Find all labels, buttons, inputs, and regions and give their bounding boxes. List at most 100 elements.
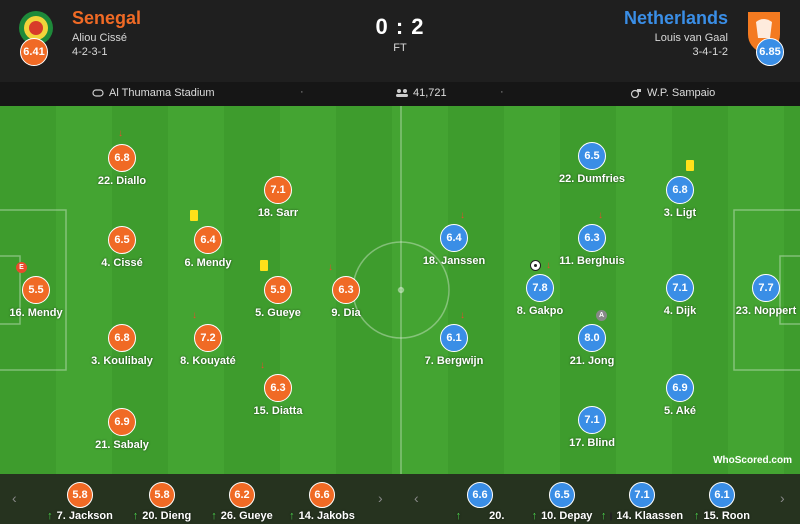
player-rating: 6.1 — [709, 482, 735, 508]
crowd-icon — [396, 89, 408, 97]
player-blind[interactable]: 7.1 17. Blind — [552, 406, 632, 449]
sub-off-icon: ↓ — [460, 310, 465, 321]
referee-name: W.P. Sampaio — [647, 87, 716, 99]
player-name: 14. Klaassen — [616, 510, 684, 522]
bench-player-depay[interactable]: 6.5 ↑10. Depay — [522, 482, 602, 522]
player-rating: 7.8 — [526, 274, 554, 302]
attendance-info: 41,721 — [396, 87, 447, 99]
player-ligt[interactable]: 6.8 3. Ligt — [640, 160, 720, 219]
yellow-card-icon — [686, 160, 694, 171]
match-status: FT — [393, 42, 407, 54]
chevron-left-icon[interactable]: ‹ — [414, 490, 419, 506]
sub-off-icon: ↓ — [598, 210, 603, 221]
player-ake[interactable]: 6.9 5. Aké — [640, 374, 720, 417]
substitutes-bar: ‹ › ‹ › 5.8 ↑7. Jackson 5.8 ↑20. Dieng 6… — [0, 474, 800, 524]
player-rating: 6.4 — [194, 226, 222, 254]
player-name: 6. Mendy — [184, 257, 232, 269]
whistle-icon — [630, 89, 641, 98]
player-bergwijn[interactable]: ↓ 6.1 7. Bergwijn — [414, 310, 494, 367]
player-name: 4. Dijk — [663, 305, 697, 317]
player-rating: 7.1 — [578, 406, 606, 434]
player-cisse[interactable]: 6.5 4. Cissé — [82, 226, 162, 269]
bench-player-jackson[interactable]: 5.8 ↑7. Jackson — [40, 482, 120, 522]
player-name: 3. Ligt — [663, 207, 697, 219]
chevron-right-icon[interactable]: › — [780, 490, 785, 506]
player-rating: 6.8 — [108, 144, 136, 172]
player-kouyate[interactable]: ↓ 7.2 8. Kouyaté — [168, 310, 248, 367]
sub-on-icon: ↑ — [132, 510, 139, 522]
sub-on-icon: ↑ — [289, 510, 295, 522]
player-name: 3. Koulibaly — [91, 355, 153, 367]
bench-player-gueye[interactable]: 6.2 ↑26. Gueye — [202, 482, 282, 522]
player-gueye[interactable]: 5.9 5. Gueye — [238, 260, 318, 319]
player-rating: 5.8 — [67, 482, 93, 508]
player-diallo[interactable]: 6.8 ↓ 22. Diallo — [82, 128, 162, 187]
player-rating: 6.5 — [108, 226, 136, 254]
player-dumfries[interactable]: 6.5 22. Dumfries — [552, 142, 632, 185]
player-janssen[interactable]: ↓ 6.4 18. Janssen — [414, 210, 494, 267]
player-name: 5. Gueye — [255, 307, 301, 319]
player-diatta[interactable]: ↓ 6.3 15. Diatta — [238, 360, 318, 417]
bench-player-20[interactable]: 6.6 ↑20. — [440, 482, 520, 522]
referee-info: W.P. Sampaio — [630, 87, 715, 99]
player-name: 15. Diatta — [253, 405, 303, 417]
bench-player-klaassen[interactable]: 7.1 ↑14. Klaassen — [601, 482, 684, 522]
away-team-rating: 6.85 — [756, 38, 784, 66]
player-berghuis[interactable]: ↓ 6.3 11. Berghuis — [552, 210, 632, 267]
chevron-right-icon[interactable]: › — [378, 490, 383, 506]
sub-on-icon: ↑ — [531, 510, 538, 522]
player-name: 26. Gueye — [220, 510, 273, 522]
stadium-name: Al Thumama Stadium — [109, 87, 215, 99]
player-rating: 7.7 — [752, 274, 780, 302]
player-name: 4. Cissé — [101, 257, 143, 269]
player-rating: 6.9 — [666, 374, 694, 402]
bench-player-roon[interactable]: 6.1 ↑15. Roon — [682, 482, 762, 522]
home-formation: 4-2-3-1 — [72, 46, 108, 58]
player-rating: 6.3 — [264, 374, 292, 402]
player-rating: 6.6 — [309, 482, 335, 508]
match-header: 6.41 Senegal Aliou Cissé 4-2-3-1 0 : 2 F… — [0, 0, 800, 80]
player-name: 15. Roon — [703, 510, 750, 522]
home-team-rating: 6.41 — [20, 38, 48, 66]
player-jong[interactable]: A 8.0 21. Jong — [552, 310, 632, 367]
attendance: 41,721 — [413, 87, 447, 99]
whoscored-watermark: WhoScored.com — [713, 455, 792, 466]
player-rating: 8.0 — [578, 324, 606, 352]
player-dia[interactable]: ↓ 6.3 9. Dia — [306, 262, 386, 319]
player-name: 16. Mendy — [9, 307, 63, 319]
yellow-card-icon — [190, 210, 198, 221]
player-name: 9. Dia — [331, 307, 361, 319]
bench-player-dieng[interactable]: 5.8 ↑20. Dieng — [122, 482, 202, 522]
player-dijk[interactable]: 7.1 4. Dijk — [640, 274, 720, 317]
sub-on-icon: ↑ — [211, 510, 217, 522]
player-rating: 6.8 — [666, 176, 694, 204]
player-rating: 7.1 — [629, 482, 655, 508]
away-team-name[interactable]: Netherlands — [623, 8, 728, 28]
player-mendy-midfielder[interactable]: 6.4 6. Mendy — [168, 210, 248, 269]
sub-on-icon: ↑ — [694, 510, 700, 522]
player-name: 20. Dieng — [142, 510, 192, 522]
player-sabaly[interactable]: 6.9 21. Sabaly — [82, 408, 162, 451]
player-name: 22. Diallo — [97, 175, 147, 187]
bench-player-jakobs[interactable]: 6.6 ↑14. Jakobs — [282, 482, 362, 522]
player-rating: 5.8 — [149, 482, 175, 508]
player-name: 7. Bergwijn — [424, 355, 484, 367]
assist-badge-icon: A — [596, 310, 607, 321]
player-name: 18. Sarr — [257, 207, 299, 219]
away-formation: 3-4-1-2 — [692, 46, 728, 58]
player-rating: 6.1 — [440, 324, 468, 352]
player-koulibaly[interactable]: 6.8 3. Koulibaly — [82, 324, 162, 367]
player-rating: 7.1 — [666, 274, 694, 302]
home-coach: Aliou Cissé — [72, 32, 128, 44]
player-name: 17. Blind — [569, 437, 615, 449]
away-coach: Louis van Gaal — [654, 32, 728, 44]
player-rating: 6.9 — [108, 408, 136, 436]
player-gakpo[interactable]: ↓ 7.8 8. Gakpo — [500, 260, 580, 317]
player-rating: 5.9 — [264, 276, 292, 304]
home-team-name[interactable]: Senegal — [72, 8, 142, 28]
player-sarr[interactable]: 7.1 18. Sarr — [238, 176, 318, 219]
chevron-left-icon[interactable]: ‹ — [12, 490, 17, 506]
player-name: 23. Noppert — [735, 305, 797, 317]
player-noppert[interactable]: 7.7 23. Noppert — [726, 274, 800, 317]
player-mendy-goalkeeper[interactable]: E 5.5 16. Mendy — [0, 262, 76, 319]
